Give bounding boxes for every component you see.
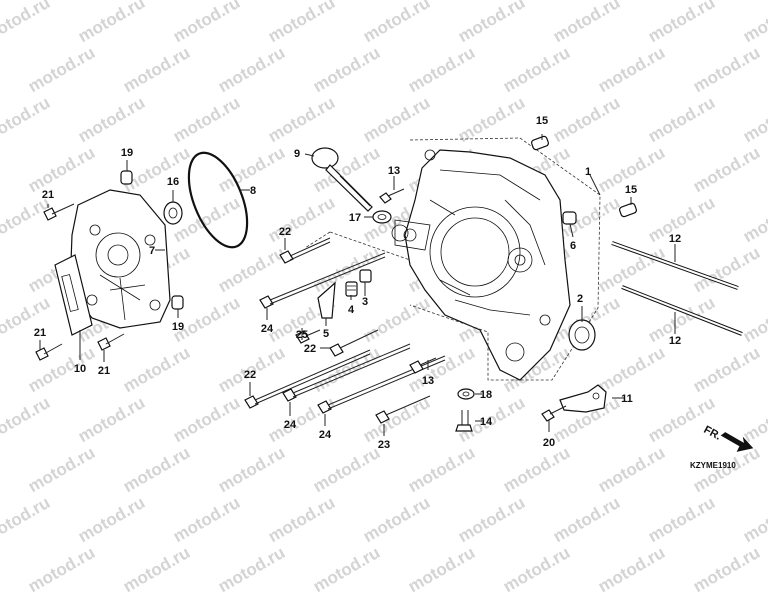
callout-number: 15	[536, 115, 548, 127]
o-ring	[187, 151, 249, 249]
callout-number: 25	[296, 329, 308, 341]
bearing	[568, 319, 596, 351]
callout-number: 14	[480, 416, 493, 428]
callout-number: 21	[42, 189, 54, 201]
callout-number: 6	[570, 240, 576, 252]
side-bracket	[541, 384, 607, 422]
callout-number: 21	[34, 327, 46, 339]
callout-number: 1	[585, 166, 591, 178]
callout-number: 11	[621, 393, 633, 405]
bolt-top	[379, 188, 405, 204]
callout-number: 12	[669, 335, 681, 347]
callout-number: 17	[349, 212, 361, 224]
callout-number: 5	[323, 328, 329, 340]
callout-number: 18	[480, 389, 492, 401]
callout-numbers: 1234567891011121213131415151617181919202…	[34, 115, 681, 451]
callout-number: 24	[261, 323, 274, 335]
dowel-pins-right	[531, 135, 637, 225]
drain-bolt	[455, 388, 475, 432]
front-direction-arrow: FR.	[702, 424, 754, 452]
spring-collar	[345, 269, 372, 297]
oil-dipstick	[311, 147, 373, 212]
callout-number: 13	[388, 165, 400, 177]
crankcase-half	[391, 149, 571, 381]
leader-lines	[39, 134, 676, 436]
direction-label: FR.	[702, 424, 723, 443]
callout-number: 22	[244, 369, 256, 381]
oil-seal	[163, 201, 183, 225]
exploded-parts-diagram: 1234567891011121213131415151617181919202…	[34, 115, 754, 470]
callout-number: 7	[149, 245, 155, 257]
callout-number: 9	[294, 148, 300, 160]
callout-number: 16	[167, 176, 179, 188]
callout-number: 19	[172, 321, 184, 333]
stud-bolts	[611, 241, 743, 336]
callout-number: 2	[577, 293, 583, 305]
water-pump-cover	[69, 189, 171, 329]
callout-number: 15	[625, 184, 637, 196]
callout-number: 24	[319, 429, 332, 441]
callout-number: 10	[74, 363, 86, 375]
callout-number: 8	[250, 185, 256, 197]
diagram-code: KZYME1910	[690, 461, 736, 470]
callout-number: 3	[362, 296, 368, 308]
callout-number: 22	[279, 226, 291, 238]
callout-number: 20	[543, 437, 555, 449]
callout-number: 19	[121, 147, 133, 159]
callout-number: 13	[422, 375, 434, 387]
sealing-washer	[372, 210, 392, 224]
callout-number: 24	[284, 419, 297, 431]
bracket	[317, 281, 336, 319]
callout-number: 23	[378, 439, 390, 451]
gasket-plate	[54, 254, 93, 336]
callout-number: 22	[304, 343, 316, 355]
callout-number: 12	[669, 233, 681, 245]
callout-number: 21	[98, 365, 110, 377]
callout-number: 4	[348, 304, 355, 316]
bolts-left	[35, 203, 125, 361]
